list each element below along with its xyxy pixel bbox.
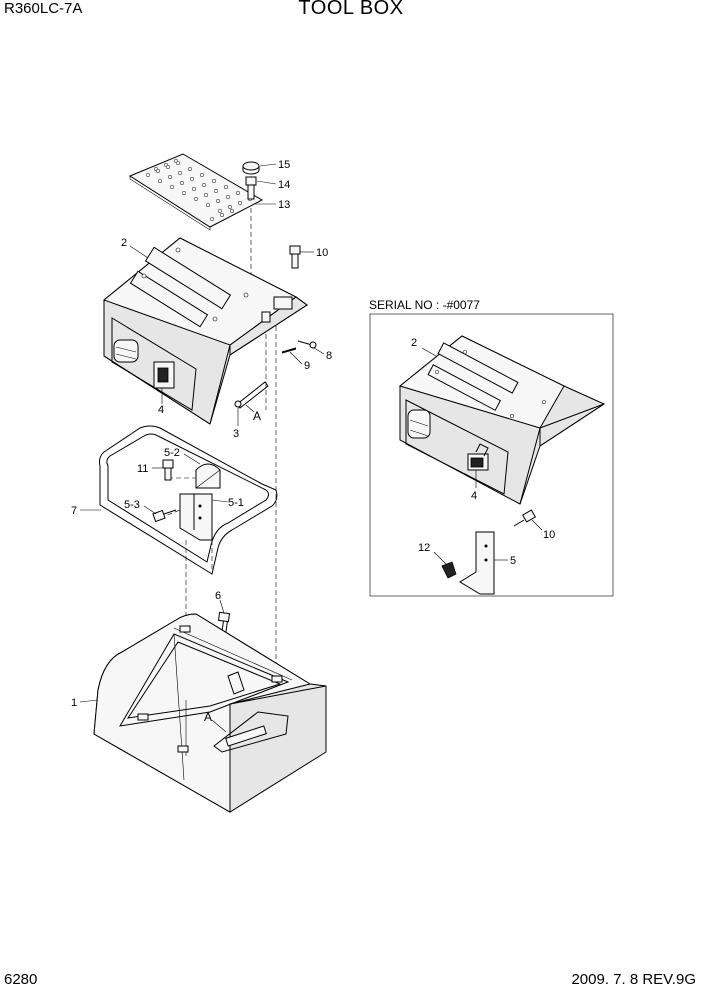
inset-callout-5: 5 <box>510 555 516 567</box>
callout-14: 14 <box>278 179 290 191</box>
part-1-box-base <box>93 613 327 813</box>
main-callouts: 15 14 13 2 10 8 9 4 3 A 5-2 11 7 5-3 5-1… <box>71 159 332 733</box>
part-5-3-bolt <box>152 509 177 523</box>
model-number: R360LC-7A <box>4 0 83 17</box>
callout-3: 3 <box>233 428 239 440</box>
callout-15: 15 <box>278 159 290 171</box>
callout-5-2: 5-2 <box>164 447 180 459</box>
part-9-clip <box>281 347 297 354</box>
inset-callout-4: 4 <box>471 490 477 502</box>
inset-callout-10: 10 <box>543 529 555 541</box>
inset-part-10-bolt <box>513 509 537 527</box>
part-8-pin <box>297 340 317 349</box>
callout-a-lid: A <box>253 409 261 423</box>
part-2-lid <box>102 237 308 425</box>
page-title: TOOL BOX <box>298 0 404 19</box>
part-13-rubber-mat <box>128 153 264 231</box>
inset-callout-12: 12 <box>418 542 430 554</box>
inset-part-5-bracket <box>459 531 495 595</box>
part-3-rod <box>234 381 269 409</box>
part-11-bolt <box>162 459 174 481</box>
part-7-handle-frame <box>99 425 278 575</box>
serial-range-label: SERIAL NO : -#0077 <box>369 298 480 312</box>
callout-8: 8 <box>326 350 332 362</box>
callout-a-base: A <box>204 710 212 724</box>
callout-5-1: 5-1 <box>228 497 244 509</box>
part-5-2-block <box>195 463 221 489</box>
callout-11: 11 <box>137 463 148 475</box>
part-14-bolt <box>245 176 257 200</box>
inset-part-4-latch <box>467 443 489 471</box>
part-15-cap <box>242 161 260 175</box>
inset-part-2-lid <box>398 335 606 505</box>
callout-7: 7 <box>71 505 77 517</box>
inset-callout-2: 2 <box>411 337 417 349</box>
inset-part-12-block <box>441 561 457 579</box>
part-4-latch <box>153 361 175 389</box>
serial-inset-panel: 2 4 10 12 5 <box>369 313 614 597</box>
callout-10: 10 <box>316 247 328 259</box>
callout-2: 2 <box>121 237 127 249</box>
part-10-bolt <box>289 245 301 269</box>
callout-9: 9 <box>304 360 310 372</box>
callout-1: 1 <box>71 697 77 709</box>
page-number: 6280 <box>4 971 38 988</box>
callout-5-3: 5-3 <box>124 499 140 511</box>
revision-date: 2009. 7. 8 REV.9G <box>571 971 696 988</box>
callout-6: 6 <box>215 590 221 602</box>
part-5-1-bracket <box>179 493 213 541</box>
callout-13: 13 <box>278 199 290 211</box>
callout-4: 4 <box>158 404 164 416</box>
